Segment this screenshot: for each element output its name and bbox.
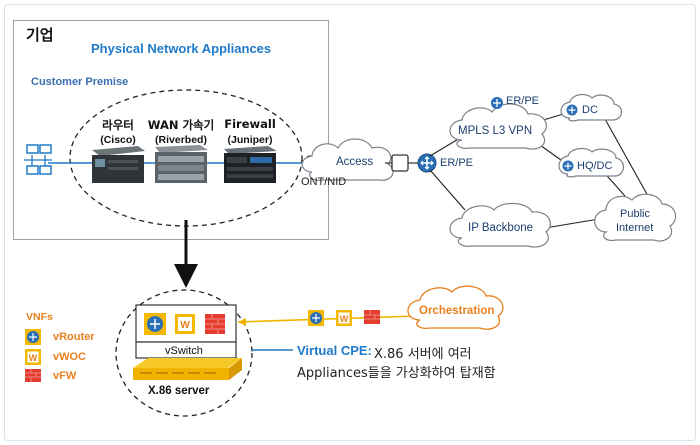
riverbed-wan-device (155, 145, 208, 183)
legend-vwoc-icon: W (25, 349, 41, 365)
server-dashed-ellipse (115, 289, 253, 417)
mpls-label: MPLS L3 VPN (458, 125, 533, 137)
er-pe-main-label: ER/PE (440, 157, 474, 169)
internet-label: Internet (616, 222, 654, 234)
public-internet-cloud (594, 193, 677, 242)
orchestration-link (237, 315, 419, 323)
vnf-vwoc-label: vWOC (53, 351, 86, 363)
dc-label: DC (582, 104, 598, 116)
svg-text:W: W (180, 320, 190, 331)
svg-text:W: W (340, 314, 349, 324)
enterprise-title: 기업 (26, 26, 54, 44)
vrouter-icon (144, 313, 166, 335)
hq-dc-label: HQ/DC (577, 160, 613, 172)
firewall-vendor: (Juniper) (227, 134, 273, 146)
vwoc-icon: W (175, 314, 195, 334)
customer-premise-label: Customer Premise (31, 76, 129, 88)
vnfs-title: VNFs (26, 311, 53, 323)
virtual-cpe-desc-line2: Appliances들을 가상화하여 탑재함 (297, 366, 496, 381)
hq-dc-cloud (558, 147, 625, 178)
diagram-frame (4, 4, 696, 441)
enterprise-box (13, 20, 329, 240)
wan-accelerator-name: WAN 가속기 (147, 118, 215, 132)
legend-vrouter-icon (25, 329, 41, 345)
cisco-router-device (92, 146, 145, 183)
router-vendor: (Cisco) (100, 134, 136, 146)
er-pe-main-router-icon (417, 153, 437, 173)
orchestration-cloud (407, 285, 504, 330)
svg-text:W: W (29, 353, 38, 363)
vnf-vrouter-label: vRouter (53, 331, 95, 343)
access-box (391, 154, 409, 172)
wan-accelerator-vendor: (Riverbed) (155, 134, 207, 146)
orchestration-label: Orchestration (419, 305, 495, 317)
virtual-cpe-desc-line1: X.86 서버에 여러 (374, 347, 472, 362)
appliances-title: Physical Network Appliances (91, 41, 272, 56)
orchestration-arrowhead (238, 318, 246, 326)
public-label: Public (620, 208, 650, 220)
orch-vfw-icon (364, 310, 380, 324)
access-cloud (301, 138, 394, 181)
vfw-icon (205, 314, 225, 334)
ont-nid-label: ONT/NID (301, 176, 347, 188)
dc-cloud (560, 93, 623, 122)
orch-vwoc-icon: W (336, 310, 352, 326)
x86-server-icon (133, 358, 242, 380)
access-label: Access (336, 156, 374, 168)
juniper-firewall-device (224, 146, 277, 183)
ip-backbone-cloud (449, 202, 551, 248)
orch-vrouter-icon (308, 310, 324, 326)
computers-icon (24, 144, 52, 175)
ip-backbone-label: IP Backbone (468, 222, 534, 234)
dc-router-icon (566, 104, 578, 116)
x86-server-label: X.86 server (148, 385, 210, 397)
firewall-name: Firewall (224, 117, 276, 131)
legend-vfw-icon (25, 369, 41, 382)
virtual-cpe-label: Virtual CPE: (297, 343, 372, 358)
er-pe-top-label: ER/PE (506, 95, 540, 107)
vswitch-label: vSwitch (165, 345, 203, 357)
mpls-cloud (449, 103, 547, 150)
hq-dc-router-icon (562, 160, 574, 172)
er-pe-top-router-icon (491, 97, 503, 109)
vnf-vfw-label: vFW (53, 370, 77, 382)
router-name: 라우터 (102, 118, 134, 132)
